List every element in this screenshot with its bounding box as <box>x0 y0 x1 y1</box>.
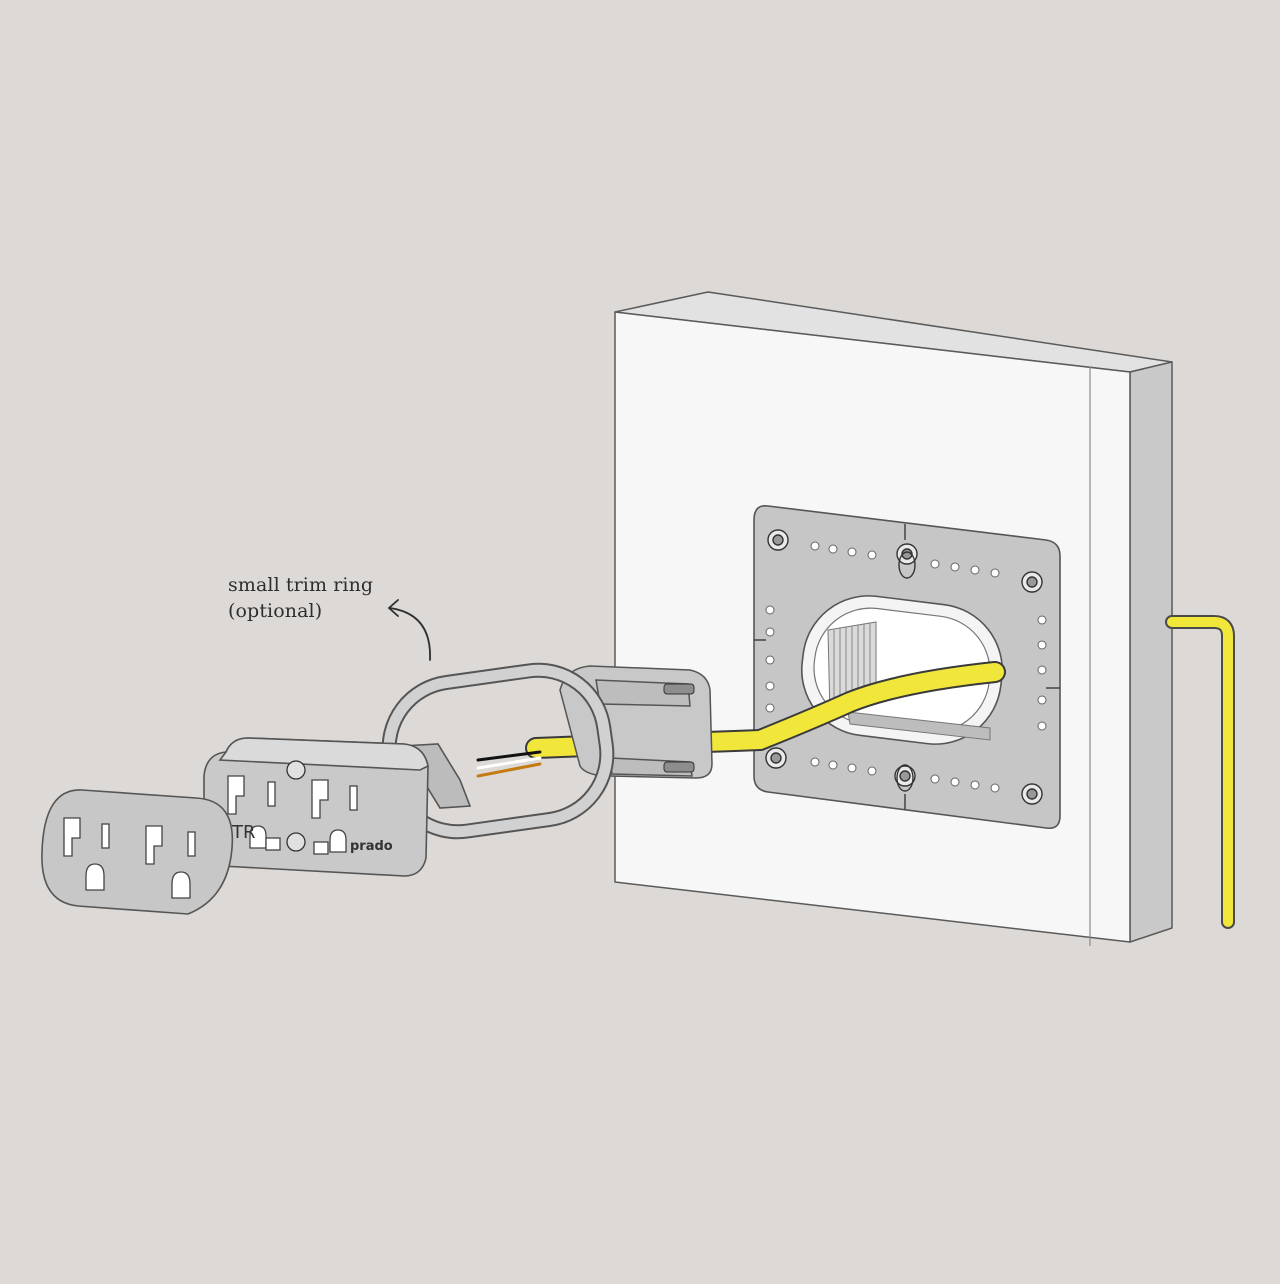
screw-icon <box>765 529 1043 805</box>
faceplate <box>41 789 234 915</box>
callout-line-2: (optional) <box>228 600 323 622</box>
plate-holes <box>765 541 1047 793</box>
cable-behind-wall <box>1165 615 1235 929</box>
trim-ring-callout: small trim ring (optional) <box>228 572 373 624</box>
receptacle-body: TR prado <box>203 737 472 877</box>
brand-label: prado <box>350 839 393 854</box>
tr-marking: TR <box>231 822 256 843</box>
callout-line-1: small trim ring <box>228 574 374 596</box>
mounting-plate <box>753 504 1061 830</box>
wires <box>476 750 542 778</box>
outlet-slots <box>63 817 196 899</box>
wall-side-face <box>1129 361 1173 943</box>
curved-arrow-icon <box>387 599 431 661</box>
